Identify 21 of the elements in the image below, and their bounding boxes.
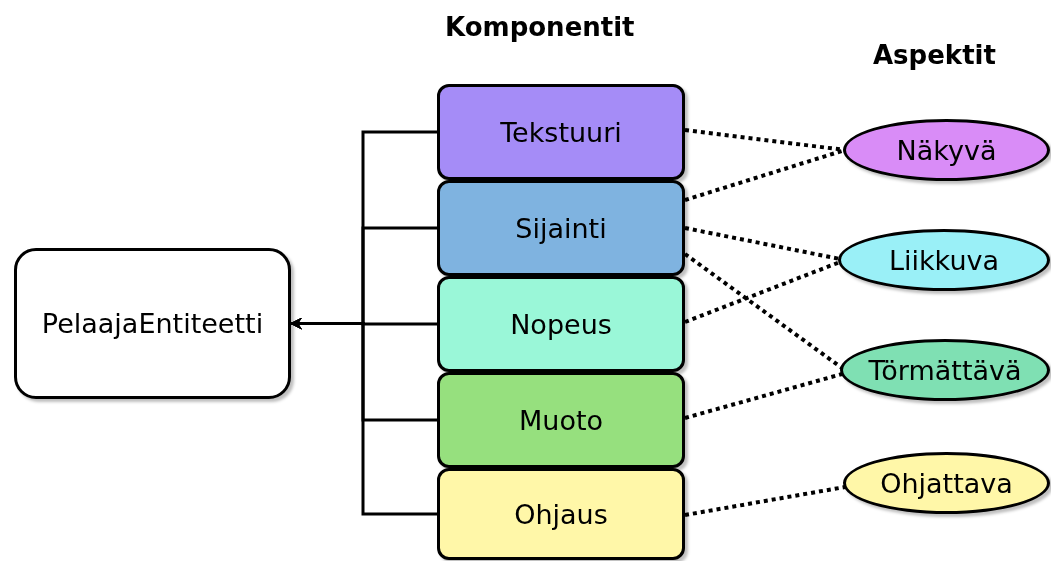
component-box	[437, 468, 685, 560]
column-heading: Aspektit	[873, 40, 996, 70]
node-label: Ohjattava	[880, 467, 1013, 499]
dotted-line	[684, 372, 843, 420]
node-label: Nopeus	[510, 308, 612, 340]
node-label: Sijainti	[515, 212, 607, 244]
node-label: Muoto	[518, 404, 603, 436]
component-box	[437, 84, 685, 180]
dotted-line	[684, 485, 846, 517]
node-label: Liikkuva	[888, 244, 1000, 276]
component-box	[437, 276, 685, 372]
component-box	[437, 180, 685, 276]
column-heading: Komponentit	[445, 12, 635, 42]
node-label: PelaajaEntiteetti	[41, 308, 264, 339]
node-label: Ohjaus	[514, 498, 608, 530]
node-label: Näkyvä	[896, 134, 997, 166]
arrow	[290, 317, 437, 516]
entity-box	[14, 248, 291, 399]
component-box	[437, 372, 685, 468]
node-label: Törmättävä	[868, 354, 1022, 386]
node-label: Tekstuuri	[500, 116, 622, 148]
